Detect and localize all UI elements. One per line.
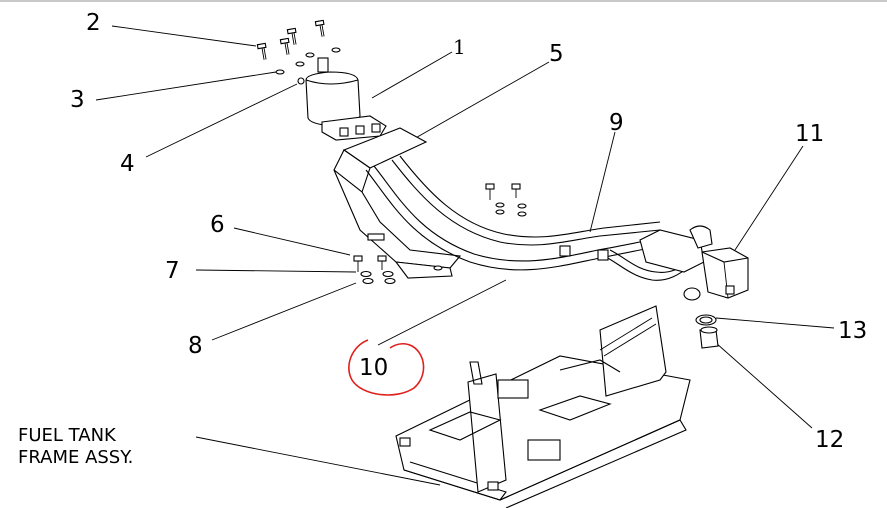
screws-part-2 (256, 19, 325, 60)
callout-7: 7 (165, 258, 180, 284)
bolts-part-6-7-8 (353, 255, 396, 285)
leader-frame (195, 436, 441, 486)
washers-part-3 (275, 47, 341, 75)
callout-10: 10 (359, 355, 389, 381)
callout-2: 2 (86, 10, 101, 36)
assembly-label: FUEL TANK FRAME ASSY. (18, 425, 133, 469)
fuel-pump-part-1 (305, 57, 387, 141)
fitting-part-12 (699, 326, 719, 349)
fuel-hoses (365, 155, 691, 281)
callout-8: 8 (188, 333, 203, 359)
callout-9: 9 (609, 110, 624, 136)
leader-3 (95, 71, 277, 101)
leader-1 (371, 51, 453, 99)
callout-12: 12 (815, 427, 845, 453)
leader-5 (411, 61, 550, 141)
leader-11 (734, 145, 804, 251)
callout-3: 3 (70, 87, 85, 113)
leader-lines (95, 25, 835, 486)
callout-11: 11 (795, 121, 825, 147)
bracket-part-5 (333, 127, 462, 279)
clip-part-4 (297, 77, 305, 85)
leader-7 (195, 269, 357, 273)
leader-12 (715, 342, 813, 429)
callout-1: 1 (453, 35, 466, 59)
fuel-filter-part-11 (639, 225, 749, 301)
leader-10 (377, 279, 507, 346)
top-border (0, 0, 887, 2)
leader-4 (145, 83, 298, 158)
callout-13: 13 (838, 318, 868, 344)
red-markup-circle (348, 339, 425, 396)
leader-6 (233, 227, 351, 256)
bolt-group-upper (485, 183, 527, 217)
leader-13 (715, 317, 835, 329)
fuel-tank-frame (395, 305, 691, 508)
leader-8 (211, 282, 357, 341)
callout-4: 4 (120, 151, 135, 177)
leader-2 (111, 25, 257, 47)
assembly-label-line-1: FUEL TANK (18, 425, 116, 446)
leader-9 (589, 131, 616, 233)
callout-5: 5 (549, 41, 564, 67)
callout-6: 6 (210, 212, 225, 238)
assembly-label-line-2: FRAME ASSY. (18, 447, 134, 468)
